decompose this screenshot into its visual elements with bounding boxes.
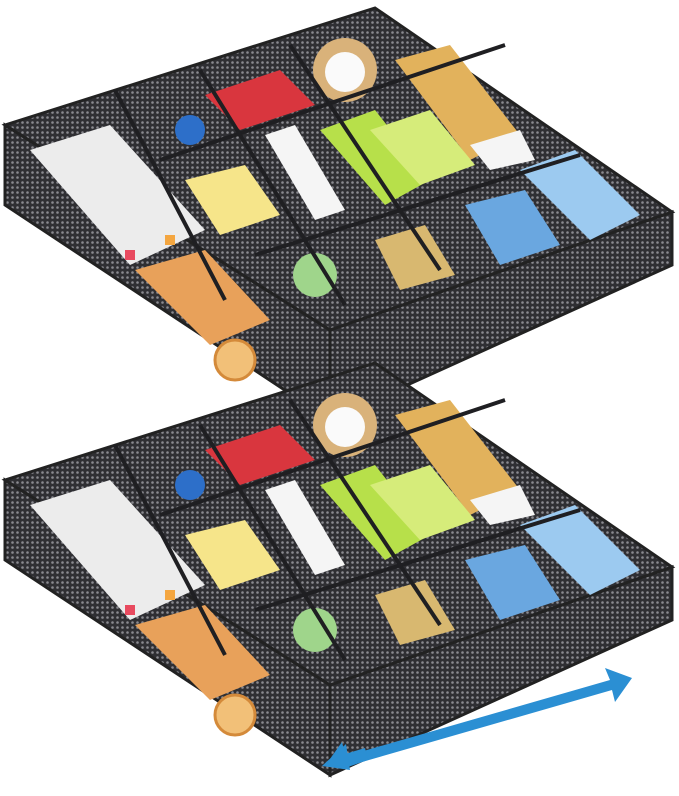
desk-organizer-tray-collapsed <box>3 6 674 422</box>
desk-organizer-tray-extended <box>3 361 674 777</box>
arrow-segment <box>360 668 632 762</box>
double-arrow-expand-icon <box>322 668 632 770</box>
arrow-segment <box>322 744 350 770</box>
